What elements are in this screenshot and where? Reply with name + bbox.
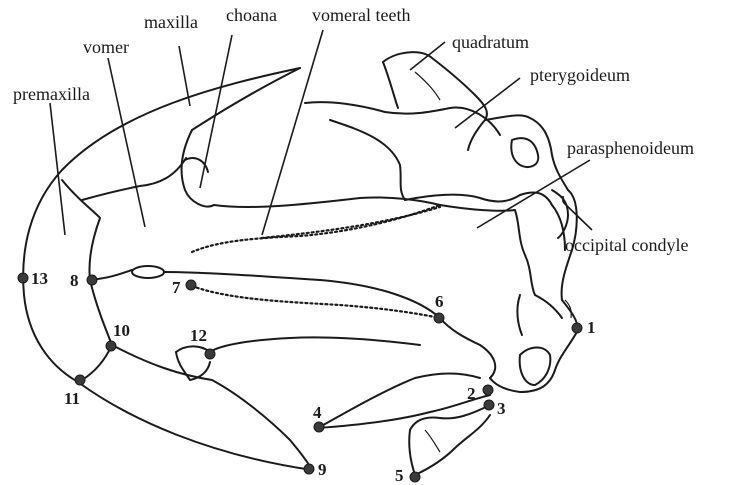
label-premaxilla: premaxilla [13,84,90,104]
landmark-8-number: 8 [70,271,79,290]
landmark-4-dot [314,422,324,432]
landmark-7-dot [186,280,196,290]
landmark-6-number: 6 [435,292,444,311]
landmark-7-number: 7 [172,278,181,297]
vomeral-teeth-inner-row [262,207,440,238]
vomeral-teeth-upper-row [192,205,440,252]
skull-outline [23,52,578,475]
landmark-8-dot [87,275,97,285]
landmark-1-dot [572,323,582,333]
landmark-3-number: 3 [497,399,506,418]
label-choana: choana [226,5,277,25]
label-quadratum: quadratum [452,32,529,52]
label-vomer: vomer [83,37,129,57]
label-parasphenoideum: parasphenoideum [567,138,694,158]
landmark-13-number: 13 [31,269,48,288]
landmark-12-number: 12 [190,326,207,345]
landmark-12-dot [205,349,215,359]
landmark-11-number: 11 [64,389,80,408]
landmark-4-number: 4 [313,403,322,422]
landmark-10-dot [106,341,116,351]
landmarks: 1 2 3 4 5 6 7 8 9 10 11 12 13 [18,269,596,485]
landmark-11-dot [75,375,85,385]
landmark-9-number: 9 [318,460,327,479]
landmark-13-dot [18,273,28,283]
landmark-2-number: 2 [467,384,476,403]
label-pterygoideum: pterygoideum [530,65,630,85]
landmark-2-dot [483,385,493,395]
landmark-6-dot [434,313,444,323]
leader-lines [50,30,592,235]
landmark-10-number: 10 [113,321,130,340]
landmark-1-number: 1 [587,318,596,337]
landmark-5-number: 5 [395,466,404,485]
landmark-3-dot [484,400,494,410]
vomeral-teeth-lower-row [192,286,440,318]
landmark-9-dot [304,464,314,474]
landmark-5-dot [410,472,420,482]
label-vomeral-teeth: vomeral teeth [312,5,410,25]
label-occipital-condyle: occipital condyle [565,235,688,255]
label-maxilla: maxilla [144,12,198,32]
